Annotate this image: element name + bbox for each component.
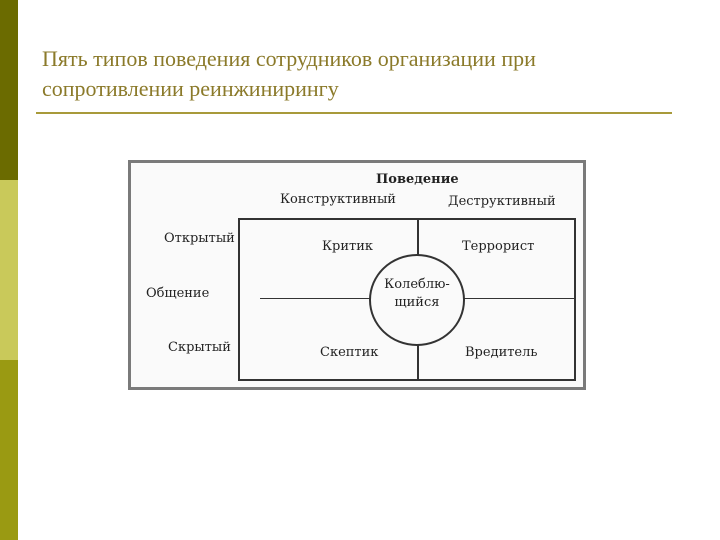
cell-critic: Критик <box>322 239 374 254</box>
slide-title: Пять типов поведения сотрудников организ… <box>42 46 536 101</box>
cell-skeptic: Скептик <box>320 345 379 360</box>
row-open: Открытый <box>164 231 235 246</box>
title-underline <box>36 112 672 114</box>
side-bar-light <box>0 180 18 360</box>
center-circle <box>369 254 465 346</box>
col-destructive: Деструктивный <box>448 194 556 209</box>
row-hidden: Скрытый <box>168 340 231 355</box>
center-label-line2: щийся <box>394 295 440 310</box>
side-bar-mid <box>0 360 18 540</box>
diagram-frame <box>128 160 586 390</box>
header-behavior: Поведение <box>376 172 459 187</box>
col-constructive: Конструктивный <box>280 192 396 207</box>
quadrant-box <box>238 218 576 381</box>
cell-saboteur: Вредитель <box>465 345 538 360</box>
side-bar-dark <box>0 0 18 180</box>
cell-terrorist: Террорист <box>462 239 535 254</box>
center-label-line1: Колеблю- <box>384 277 450 292</box>
center-label: Колеблю- щийся <box>369 276 465 312</box>
row-axis-communication: Общение <box>146 286 210 301</box>
